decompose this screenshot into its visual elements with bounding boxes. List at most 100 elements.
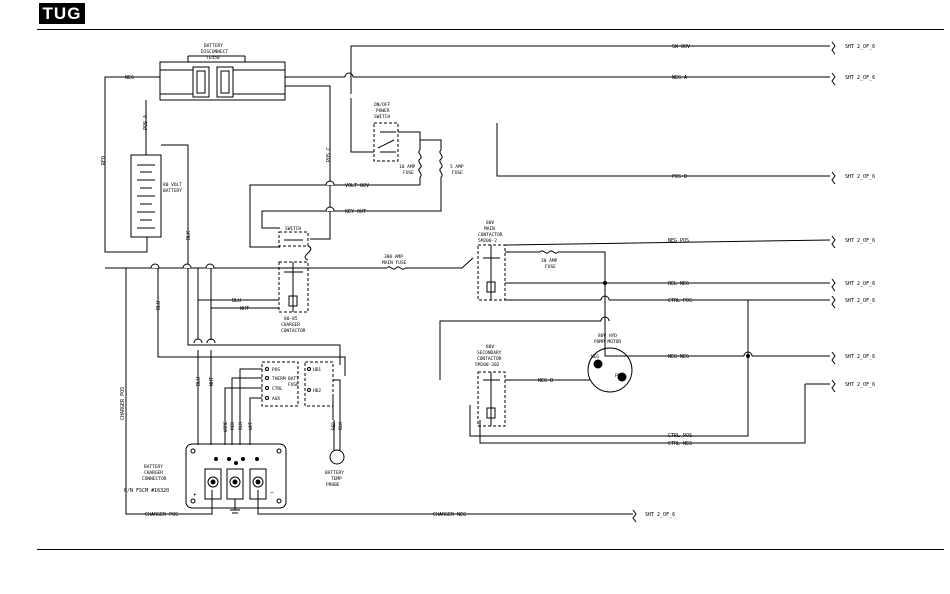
sheet-ref-2: SHT 2_OF_6 xyxy=(831,72,875,86)
sheet-ref-8: SHT 2_OF_6 xyxy=(831,379,875,393)
header-rule xyxy=(37,29,944,30)
svg-text:WHT: WHT xyxy=(248,422,254,430)
svg-text:SHT 2_OF_6: SHT 2_OF_6 xyxy=(845,174,875,180)
on-off-switch: ON/OFF POWER SWITCH xyxy=(350,98,421,162)
neg-neg-wire: NEG NEG xyxy=(630,351,830,360)
neg-pos-wire: NEG POS xyxy=(504,238,831,246)
fuse-5-amp: 5 AMP FUSE xyxy=(350,139,464,212)
svg-text:SW 80V: SW 80V xyxy=(672,44,690,50)
svg-text:NEG B: NEG B xyxy=(538,378,553,384)
junctions xyxy=(603,281,750,358)
svg-text:CTRL: CTRL xyxy=(272,386,283,392)
svg-text:VOLT 80V: VOLT 80V xyxy=(345,183,369,189)
fuse-30-amp: 30 AMP FUSE xyxy=(505,250,630,357)
svg-text:PUMP MOTOR: PUMP MOTOR xyxy=(594,339,621,345)
svg-text:CHARGER: CHARGER xyxy=(281,322,300,328)
svg-text:BLU: BLU xyxy=(232,298,241,304)
svg-text:SHT 2_OF_6: SHT 2_OF_6 xyxy=(645,512,675,518)
svg-text:80V HYD: 80V HYD xyxy=(598,333,617,339)
svg-text:HD1: HD1 xyxy=(313,367,321,373)
sheet-ref-1: SHT 2_OF_6 xyxy=(831,41,875,55)
svg-text:KEY OUT: KEY OUT xyxy=(345,209,366,215)
sheet-ref-7: SHT 2_OF_6 xyxy=(831,351,875,365)
svg-text:SHT 2_OF_6: SHT 2_OF_6 xyxy=(845,382,875,388)
svg-text:PROBE: PROBE xyxy=(326,482,340,488)
svg-text:5 AMP: 5 AMP xyxy=(450,164,464,170)
svg-text:CTRL POS: CTRL POS xyxy=(668,433,692,439)
svg-text:NEG A: NEG A xyxy=(672,75,687,81)
svg-text:CONTACTOR: CONTACTOR xyxy=(478,232,503,238)
svg-text:FUSE: FUSE xyxy=(452,170,463,176)
charger-pos-wire: CHARGER POS CHARGER POS xyxy=(120,268,213,518)
svg-text:MAIN: MAIN xyxy=(484,226,495,232)
svg-text:DISCONNECT: DISCONNECT xyxy=(201,49,228,55)
svg-text:10 AMP: 10 AMP xyxy=(399,164,416,170)
pump-motor: NEG POS 80V HYD PUMP MOTOR xyxy=(587,333,633,393)
svg-text:CTRL POS: CTRL POS xyxy=(668,298,692,304)
svg-text:FUSE: FUSE xyxy=(288,382,299,388)
svg-text:BATTERY: BATTERY xyxy=(204,43,223,49)
svg-text:80V: 80V xyxy=(486,220,494,226)
svg-text:+: + xyxy=(193,492,197,499)
svg-text:SHT 2_OF_6: SHT 2_OF_6 xyxy=(845,298,875,304)
svg-text:ON/OFF: ON/OFF xyxy=(374,102,391,108)
svg-text:WIRE: WIRE xyxy=(223,421,229,432)
pos-battery-wire: BLK xyxy=(105,144,192,269)
sheet-ref-5: SHT 2_OF_6 xyxy=(831,278,875,292)
svg-text:SECONDARY: SECONDARY xyxy=(477,350,502,356)
sheet-refs: SHT 2_OF_6 SHT 2_OF_6 SHT 2_OF_6 SHT 2_O… xyxy=(831,41,875,393)
battery-temp-probe: BATTERY TEMP PROBE xyxy=(325,420,345,488)
svg-text:POS C: POS C xyxy=(326,147,332,162)
svg-text:80-85: 80-85 xyxy=(284,316,298,322)
svg-text:CONTACTOR: CONTACTOR xyxy=(477,356,502,362)
svg-text:AUX: AUX xyxy=(272,396,280,402)
svg-text:P/N FSCM #16320: P/N FSCM #16320 xyxy=(124,488,169,494)
svg-text:BATT: BATT xyxy=(288,376,299,382)
sheet-ref-6: SHT 2_OF_6 xyxy=(831,295,875,309)
svg-text:BATTERY: BATTERY xyxy=(325,470,344,476)
neg-a-wire: NEG A xyxy=(285,72,830,81)
svg-text:POS: POS xyxy=(615,373,623,379)
svg-text:SHT 2_OF_6: SHT 2_OF_6 xyxy=(845,75,875,81)
sheet-ref-3: SHT 2_OF_6 xyxy=(831,171,875,185)
svg-text:BATTERY: BATTERY xyxy=(144,464,163,470)
secondary-contactor: 80V SECONDARY CONTACTOR 5M200-202 NEG B xyxy=(439,316,610,427)
svg-text:BATTERY: BATTERY xyxy=(163,188,182,194)
tug-logo: TUG xyxy=(39,3,85,24)
svg-text:THERM: THERM xyxy=(272,376,286,382)
svg-text:POS A: POS A xyxy=(143,115,149,130)
svg-text:HD2: HD2 xyxy=(313,388,321,394)
svg-text:RED: RED xyxy=(230,422,236,430)
svg-text:5M200-202: 5M200-202 xyxy=(475,362,500,368)
svg-text:BLK: BLK xyxy=(338,422,344,430)
svg-text:SHT 2_OF_6: SHT 2_OF_6 xyxy=(845,281,875,287)
svg-text:FUSE: FUSE xyxy=(545,264,556,270)
battery-charger-connector: + — BATTERY CHARGER CONNECTOR P/N FSCM #… xyxy=(124,443,287,514)
fuse-10-amp: 10 AMP FUSE xyxy=(399,149,422,185)
svg-text:BLU: BLU xyxy=(196,377,202,386)
sw-80v-wire: SW 80V xyxy=(350,44,830,94)
pos-b-battery-wire: POS C xyxy=(285,85,332,240)
svg-text:80V: 80V xyxy=(486,344,494,350)
svg-text:SHT 2_OF_6: SHT 2_OF_6 xyxy=(845,238,875,244)
ctrl-pos-2-wire: CTRL POS xyxy=(469,300,749,439)
svg-text:SWITCH: SWITCH xyxy=(374,114,391,120)
ctrl-pos-wire: CTRL POS xyxy=(505,295,830,304)
svg-text:300 AMP: 300 AMP xyxy=(384,254,403,260)
sheet-ref-4: SHT 2_OF_6 xyxy=(831,235,875,249)
svg-text:NEG: NEG xyxy=(591,354,599,360)
main-contactor: 80V MAIN CONTACTOR 5M200-2 xyxy=(477,220,506,301)
svg-text:CONNECTOR: CONNECTOR xyxy=(142,476,167,482)
svg-text:CHARGER POS: CHARGER POS xyxy=(145,512,178,518)
svg-text:CHARGER: CHARGER xyxy=(144,470,163,476)
main-bus-wire: 300 AMP MAIN FUSE xyxy=(105,254,474,270)
svg-text:WHT: WHT xyxy=(209,377,215,386)
svg-text:REL NEG: REL NEG xyxy=(668,281,689,287)
svg-text:BLK: BLK xyxy=(238,422,244,430)
blu-wht-wires: BLU WHT BLU BLU WHT xyxy=(156,268,346,445)
relay-neg-wire: REL NEG xyxy=(505,281,830,287)
svg-text:CHARGER POS: CHARGER POS xyxy=(120,387,126,420)
svg-text:NEG: NEG xyxy=(125,75,134,81)
charger-pin-labels: WIRE RED BLK WHT RED BLK xyxy=(223,421,344,432)
svg-text:POS: POS xyxy=(272,367,280,373)
